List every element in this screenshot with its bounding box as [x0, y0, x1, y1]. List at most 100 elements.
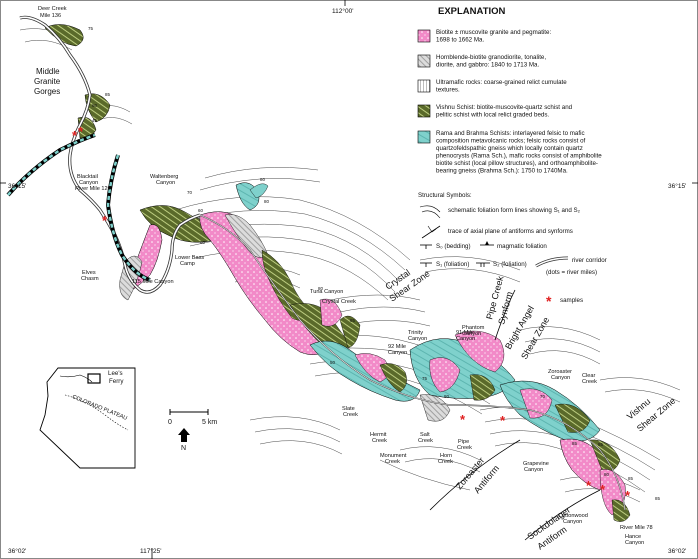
svg-text:Grapevine: Grapevine: [523, 461, 549, 467]
dip-value: 45: [92, 118, 98, 123]
svg-text:Ultramafic rocks: coarse-grai: Ultramafic rocks: coarse-grained relict …: [436, 79, 567, 94]
legend-title: EXPLANATION: [438, 6, 506, 17]
river-corridor: [19, 15, 626, 511]
svg-text:(dots = river miles): (dots = river miles): [546, 269, 597, 276]
svg-text:Crystal Creek: Crystal Creek: [322, 299, 356, 305]
svg-text:Creek: Creek: [385, 459, 400, 465]
svg-text:S₀ (bedding): S₀ (bedding): [436, 243, 471, 250]
svg-text:Camp: Camp: [180, 261, 195, 267]
dip-value: 80: [260, 177, 266, 182]
svg-text:Gorges: Gorges: [34, 87, 60, 96]
legend-text: Vishnu Schist: biotite-muscovite-quartz …: [436, 104, 573, 111]
svg-text:Structural Symbols:: Structural Symbols:: [418, 192, 472, 199]
svg-text:trace of axial plane of antifo: trace of axial plane of antiforms and sy…: [448, 228, 573, 235]
svg-text:Canyon: Canyon: [79, 180, 98, 186]
svg-text:Canyon: Canyon: [408, 336, 427, 342]
svg-text:S₁ (foliation): S₁ (foliation): [436, 261, 469, 268]
svg-text:Creek: Creek: [372, 438, 387, 444]
svg-text:Creek: Creek: [418, 438, 433, 444]
svg-text:Pipe: Pipe: [458, 439, 469, 445]
dip-value: 80: [318, 286, 324, 291]
svg-text:River Mile 78: River Mile 78: [620, 525, 653, 531]
svg-text:*: *: [586, 478, 592, 493]
dip-value: 50: [330, 360, 336, 365]
coord-bottom-left: 36°02': [8, 547, 26, 555]
svg-text:S₂ (foliation): S₂ (foliation): [493, 261, 527, 268]
dip-value: 60: [198, 208, 204, 213]
arizona-outline: [39, 367, 136, 469]
legend-text: diorite, and gabbro: 1840 to 1713 Ma.: [436, 62, 539, 69]
legend-text: Ultramafic rocks: coarse-grained relict …: [436, 79, 567, 86]
legend-swatch-ultramafic: [417, 79, 431, 93]
dip-value: 60: [200, 240, 206, 245]
svg-text:Mile 136: Mile 136: [40, 13, 61, 19]
coord-bottom-right: 36°02': [668, 547, 686, 555]
legend-swatch-vishnu: [417, 104, 431, 118]
dip-value: 85: [572, 441, 578, 446]
svg-text:Zoroaster: Zoroaster: [548, 369, 572, 375]
svg-text:Clear: Clear: [582, 373, 596, 379]
svg-text:Ferry: Ferry: [109, 378, 124, 385]
svg-text:Cottonwood: Cottonwood: [558, 513, 588, 519]
svg-text:Creek: Creek: [343, 412, 358, 418]
svg-text:Lower Bass: Lower Bass: [175, 255, 204, 261]
legend-text: Hornblende-biotite granodiorite, tonalit…: [436, 54, 546, 61]
svg-text:N: N: [181, 445, 186, 452]
dip-value: 80: [444, 394, 450, 399]
axial-traces: [429, 289, 601, 541]
dip-value: 80: [604, 472, 610, 477]
svg-text:91 Mile: 91 Mile: [456, 330, 474, 336]
svg-text:Elves: Elves: [82, 270, 96, 276]
svg-text:River Mile 120: River Mile 120: [75, 186, 111, 192]
svg-text:Creek: Creek: [438, 459, 453, 465]
legend-text: phenocrysts (Rama Sch.), mafic rocks con…: [436, 153, 602, 160]
scale-bar: 0 5 km: [168, 409, 217, 426]
dip-value: 85: [105, 92, 111, 97]
dip-value: 70: [187, 190, 193, 195]
svg-text:92 Mile: 92 Mile: [388, 344, 406, 350]
svg-text:samples: samples: [560, 297, 583, 304]
svg-text:magmatic foliation: magmatic foliation: [497, 243, 547, 250]
svg-text:Chasm: Chasm: [81, 276, 99, 282]
svg-text:Deer Creek: Deer Creek: [38, 6, 67, 12]
arizona-inset: Lee's Ferry COLORADO PLATEAU: [39, 367, 136, 469]
grand-canyon-locator: [87, 373, 101, 384]
rama-dashed-band: [6, 133, 151, 282]
svg-text:Canyon: Canyon: [524, 467, 543, 473]
svg-text:Canyon: Canyon: [625, 540, 644, 546]
coord-left-upper: 36°15': [8, 182, 26, 190]
svg-text:Canyon: Canyon: [456, 336, 475, 342]
svg-text:Canyon: Canyon: [462, 331, 481, 337]
svg-text:*: *: [460, 412, 466, 427]
legend-text: textures.: [436, 87, 460, 94]
svg-text:COLORADO PLATEAU: COLORADO PLATEAU: [71, 394, 128, 422]
geology-belt: [44, 24, 631, 522]
svg-text:*: *: [72, 128, 78, 143]
svg-text:Hornblende-biotite granodiorit: Hornblende-biotite granodiorite, tonalit…: [436, 54, 546, 69]
svg-text:Phantom: Phantom: [462, 325, 485, 331]
svg-text:Rama and Brahma Schists: inte: Rama and Brahma Schists: interlayered fe…: [436, 130, 602, 175]
coord-top: 112°00': [332, 7, 353, 15]
legend-text: composition metavolcanic rocks; felsic r…: [436, 138, 586, 145]
svg-text:schematic foliation form lines: schematic foliation form lines showing S…: [448, 207, 581, 214]
svg-text:0: 0: [168, 419, 172, 426]
north-arrow: N: [178, 428, 190, 452]
svg-text:Waltenberg: Waltenberg: [150, 174, 178, 180]
legend-swatch-granite: [417, 29, 431, 43]
svg-text:*: *: [600, 482, 606, 497]
coord-bottom-center: 117°25': [140, 547, 161, 555]
svg-text:*: *: [546, 293, 552, 309]
legend-text: Rama and Brahma Schists: interlayered fe…: [436, 130, 585, 137]
svg-text:Salt: Salt: [420, 432, 430, 438]
svg-text:Monument: Monument: [380, 453, 407, 459]
svg-text:Canyon: Canyon: [388, 350, 407, 356]
svg-text:Lee's: Lee's: [108, 370, 123, 377]
svg-text:Vishnu Schist: biotite-muscov: Vishnu Schist: biotite-muscovite-quartz …: [436, 104, 573, 119]
legend-text: pelitic schist with local relict graded …: [436, 112, 549, 119]
svg-text:Tuna Canyon: Tuna Canyon: [310, 289, 343, 295]
svg-text:Creek: Creek: [457, 445, 472, 451]
sample-markers: * * * * * * * *: [72, 124, 631, 503]
dip-value: 80: [264, 199, 270, 204]
legend-text: quartzofeldspathic gneiss which locally …: [436, 145, 583, 152]
dip-value: 85: [350, 318, 356, 323]
